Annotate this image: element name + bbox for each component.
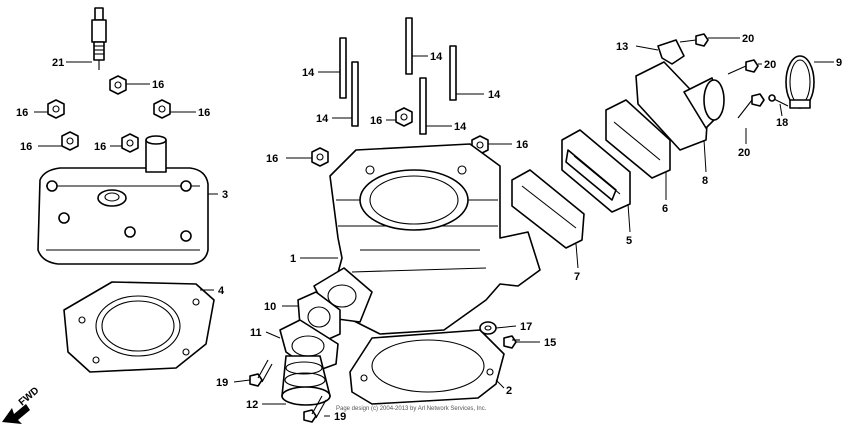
reed-valve [561,129,631,213]
clamp-screw [768,94,789,107]
stud-bolt [449,45,457,101]
base-gasket [349,329,505,405]
copyright-notice: Page design (c) 2004-2013 by Arl Network… [336,406,487,412]
washer [479,321,497,335]
bolt [679,33,709,47]
bolt [249,359,273,387]
callout-20: 20 [738,147,750,159]
bolt [737,93,765,119]
callout-14: 14 [430,51,443,63]
nut [311,147,329,167]
callout-16: 16 [20,141,32,153]
callout-21: 21 [52,57,64,69]
callout-2: 2 [506,385,512,397]
intake-joint [635,61,725,151]
nut [153,99,171,119]
stud-bolt [339,37,347,99]
cylinder-head [37,135,209,265]
callout-16: 16 [266,153,278,165]
bolt [727,59,759,75]
drain-bolt [503,335,520,349]
stud-bolt [419,77,427,135]
callout-14: 14 [454,121,467,133]
callout-14: 14 [302,67,315,79]
cylinder [313,143,541,335]
cable-bracket [657,39,685,65]
stud-bolt [351,61,359,127]
callout-18: 18 [776,117,788,129]
callout-16: 16 [198,107,210,119]
callout-20: 20 [764,59,776,71]
callout-16: 16 [152,79,164,91]
callout-5: 5 [626,235,632,247]
callout-16: 16 [370,115,382,127]
callout-3: 3 [222,189,228,201]
leader-lines [34,37,834,417]
callout-11: 11 [250,327,262,339]
hose-clamp [785,55,815,109]
callout-9: 9 [836,57,842,69]
nut [395,107,413,127]
stud-bolt [405,17,413,75]
forward-arrow-icon [2,404,30,424]
bolt [303,395,327,423]
callout-6: 6 [662,203,668,215]
callout-19: 19 [334,411,346,423]
nut [121,133,139,153]
reed-gasket [511,169,585,249]
callout-4: 4 [218,285,225,297]
head-gasket [63,281,215,373]
callout-16: 16 [94,141,106,153]
callout-15: 15 [544,337,556,349]
nut [47,99,65,119]
callout-17: 17 [520,321,532,333]
callout-20: 20 [742,33,754,45]
forward-direction-indicator: FWD [2,385,41,424]
callout-13: 13 [616,41,628,53]
callout-12: 12 [246,399,258,411]
callout-16: 16 [516,139,528,151]
reed-gasket-outer [605,99,671,179]
callout-1: 1 [290,253,296,265]
callouts: 21 16 16 16 16 16 3 4 16 14 14 14 14 14 … [16,33,842,423]
fwd-label: FWD [17,385,42,408]
callout-10: 10 [264,301,276,313]
callout-8: 8 [702,175,708,187]
callout-16: 16 [16,107,28,119]
exhaust-flange [279,319,339,373]
callout-14: 14 [488,89,501,101]
callout-14: 14 [316,113,329,125]
callout-19: 19 [216,377,228,389]
spark-plug [91,7,107,70]
callout-7: 7 [574,271,580,283]
nut [109,75,127,95]
nut [61,131,79,151]
exhaust-boot [281,355,331,406]
